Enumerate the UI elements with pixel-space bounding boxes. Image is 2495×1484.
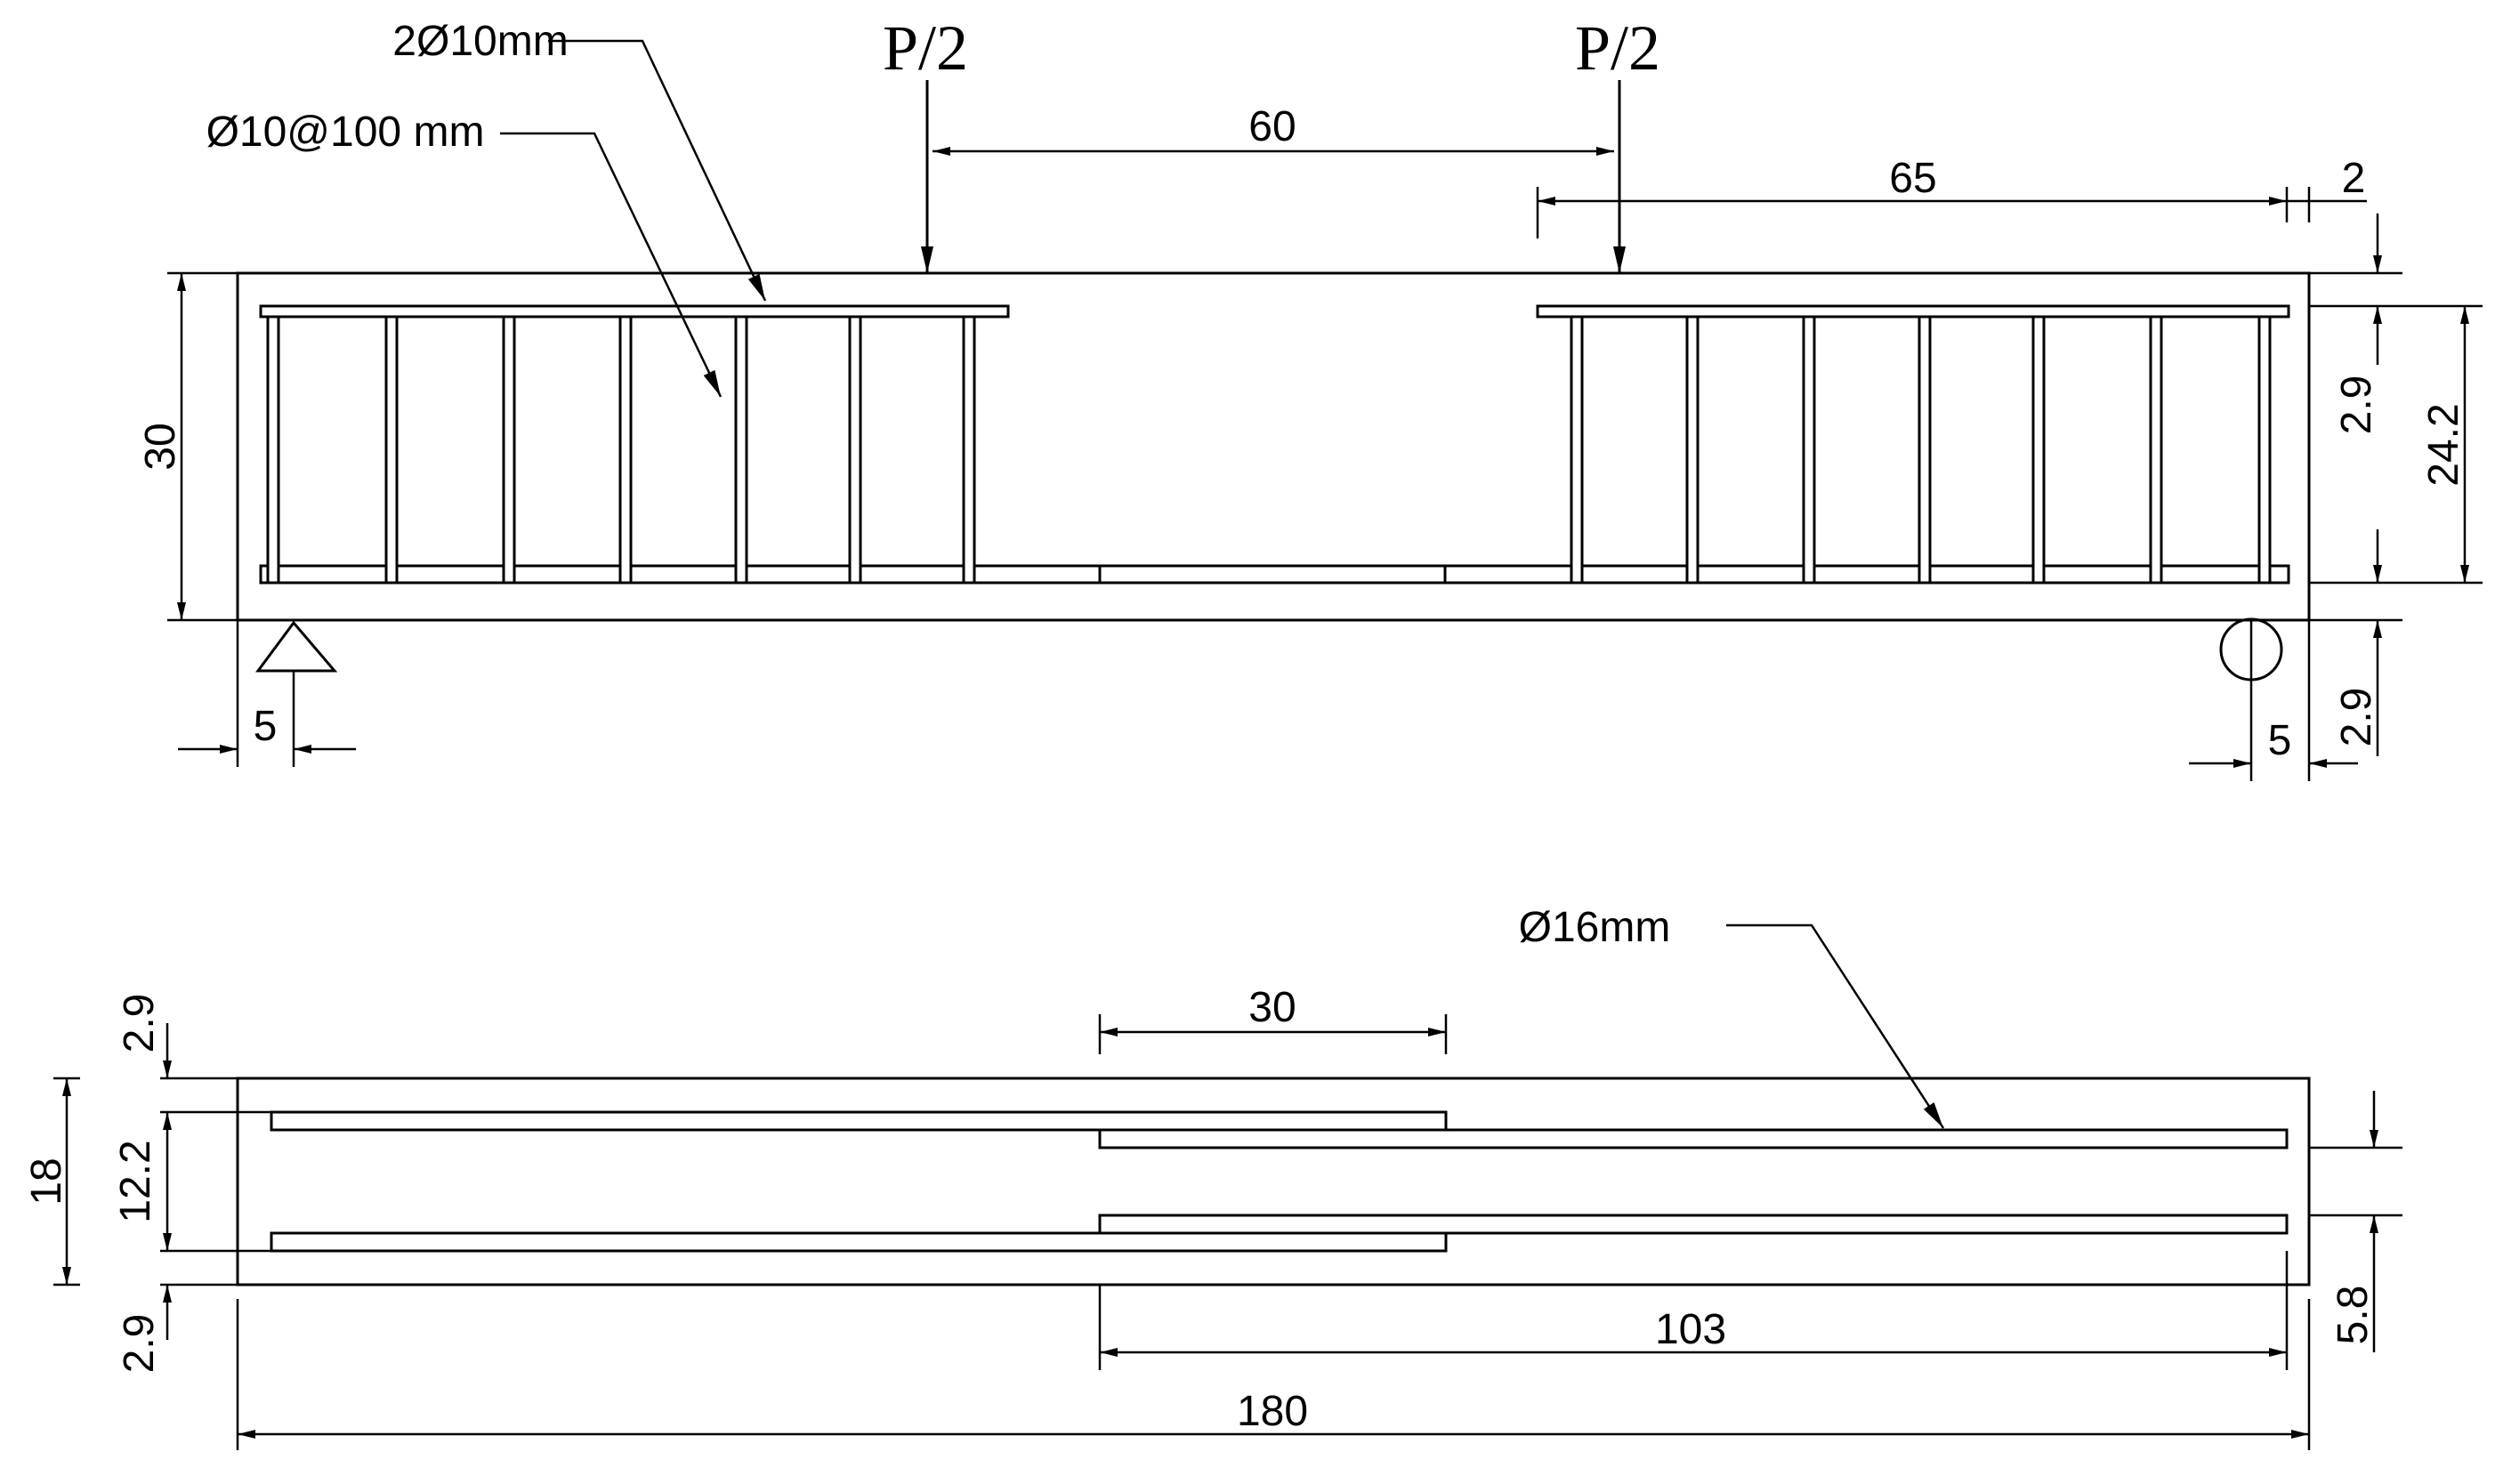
stirrup (1918, 315, 1932, 585)
main-bar-upper-right (1098, 1128, 2289, 1149)
leader-main-bar (1726, 923, 1945, 1129)
top-bar-right (1536, 304, 2290, 319)
dim-support-left: 5 (254, 703, 278, 750)
stirrup (734, 315, 748, 585)
dim-lap: 30 (1248, 984, 1296, 1031)
main-bar-lower-left (270, 1231, 1448, 1253)
pin-support-icon (255, 620, 338, 673)
label-top-bars: 2Ø10mm (392, 18, 568, 65)
main-bar-lower-right (1098, 1214, 2289, 1235)
stirrup (1802, 315, 1816, 585)
stirrup (962, 315, 976, 585)
main-bar-upper-left (270, 1110, 1448, 1132)
plan-view: Ø16mm 30 18 2.9 12.2 2.9 5.8 103 (23, 904, 2402, 1450)
load-right-label: P/2 (1575, 12, 1660, 84)
dim-cover-bottom: 2.9 (116, 1314, 163, 1374)
dim-load-spacing: 60 (1248, 103, 1296, 150)
dim-cover-top: 2.9 (116, 994, 163, 1053)
stirrups-left (266, 315, 976, 585)
dim-right-span: 65 (1889, 155, 1936, 202)
beam-outline (236, 271, 2311, 622)
dim-width: 18 (23, 1157, 70, 1205)
stirrup (266, 315, 280, 585)
dim-end-gap: 2 (2342, 155, 2366, 202)
stirrup (618, 315, 633, 585)
dim-bar-spacing: 12.2 (112, 1140, 159, 1222)
stirrup (384, 315, 399, 585)
leader-top-bars (548, 39, 767, 302)
dim-bottom-cover: 2.9 (2333, 688, 2380, 747)
label-stirrups: Ø10@100 mm (206, 109, 485, 156)
stirrup (2031, 315, 2046, 585)
plan-outline (236, 1077, 2311, 1286)
dim-inner-height: 24.2 (2420, 403, 2467, 486)
stirrups-right (1570, 315, 2272, 585)
dim-side: 5.8 (2329, 1286, 2377, 1345)
stirrup (2257, 315, 2272, 585)
leader-stirrups (500, 132, 723, 398)
stirrup (2149, 315, 2163, 585)
stirrup (1685, 315, 1700, 585)
dim-total-length: 180 (1237, 1388, 1308, 1435)
top-bar-left (259, 304, 1010, 319)
dim-height: 30 (137, 423, 184, 470)
dim-top-cover: 2.9 (2333, 375, 2380, 435)
bottom-bar-middle (1098, 564, 1447, 585)
stirrup (1570, 315, 1584, 585)
dim-support-right: 5 (2268, 717, 2292, 764)
load-left-label: P/2 (883, 12, 968, 84)
elevation-view: P/2 P/2 60 65 2 2Ø10mm Ø10@100 mm 30 2 (137, 12, 2483, 781)
label-main-bar: Ø16mm (1519, 904, 1671, 951)
dim-bar-length: 103 (1655, 1306, 1726, 1353)
stirrup (502, 315, 516, 585)
stirrup (848, 315, 862, 585)
